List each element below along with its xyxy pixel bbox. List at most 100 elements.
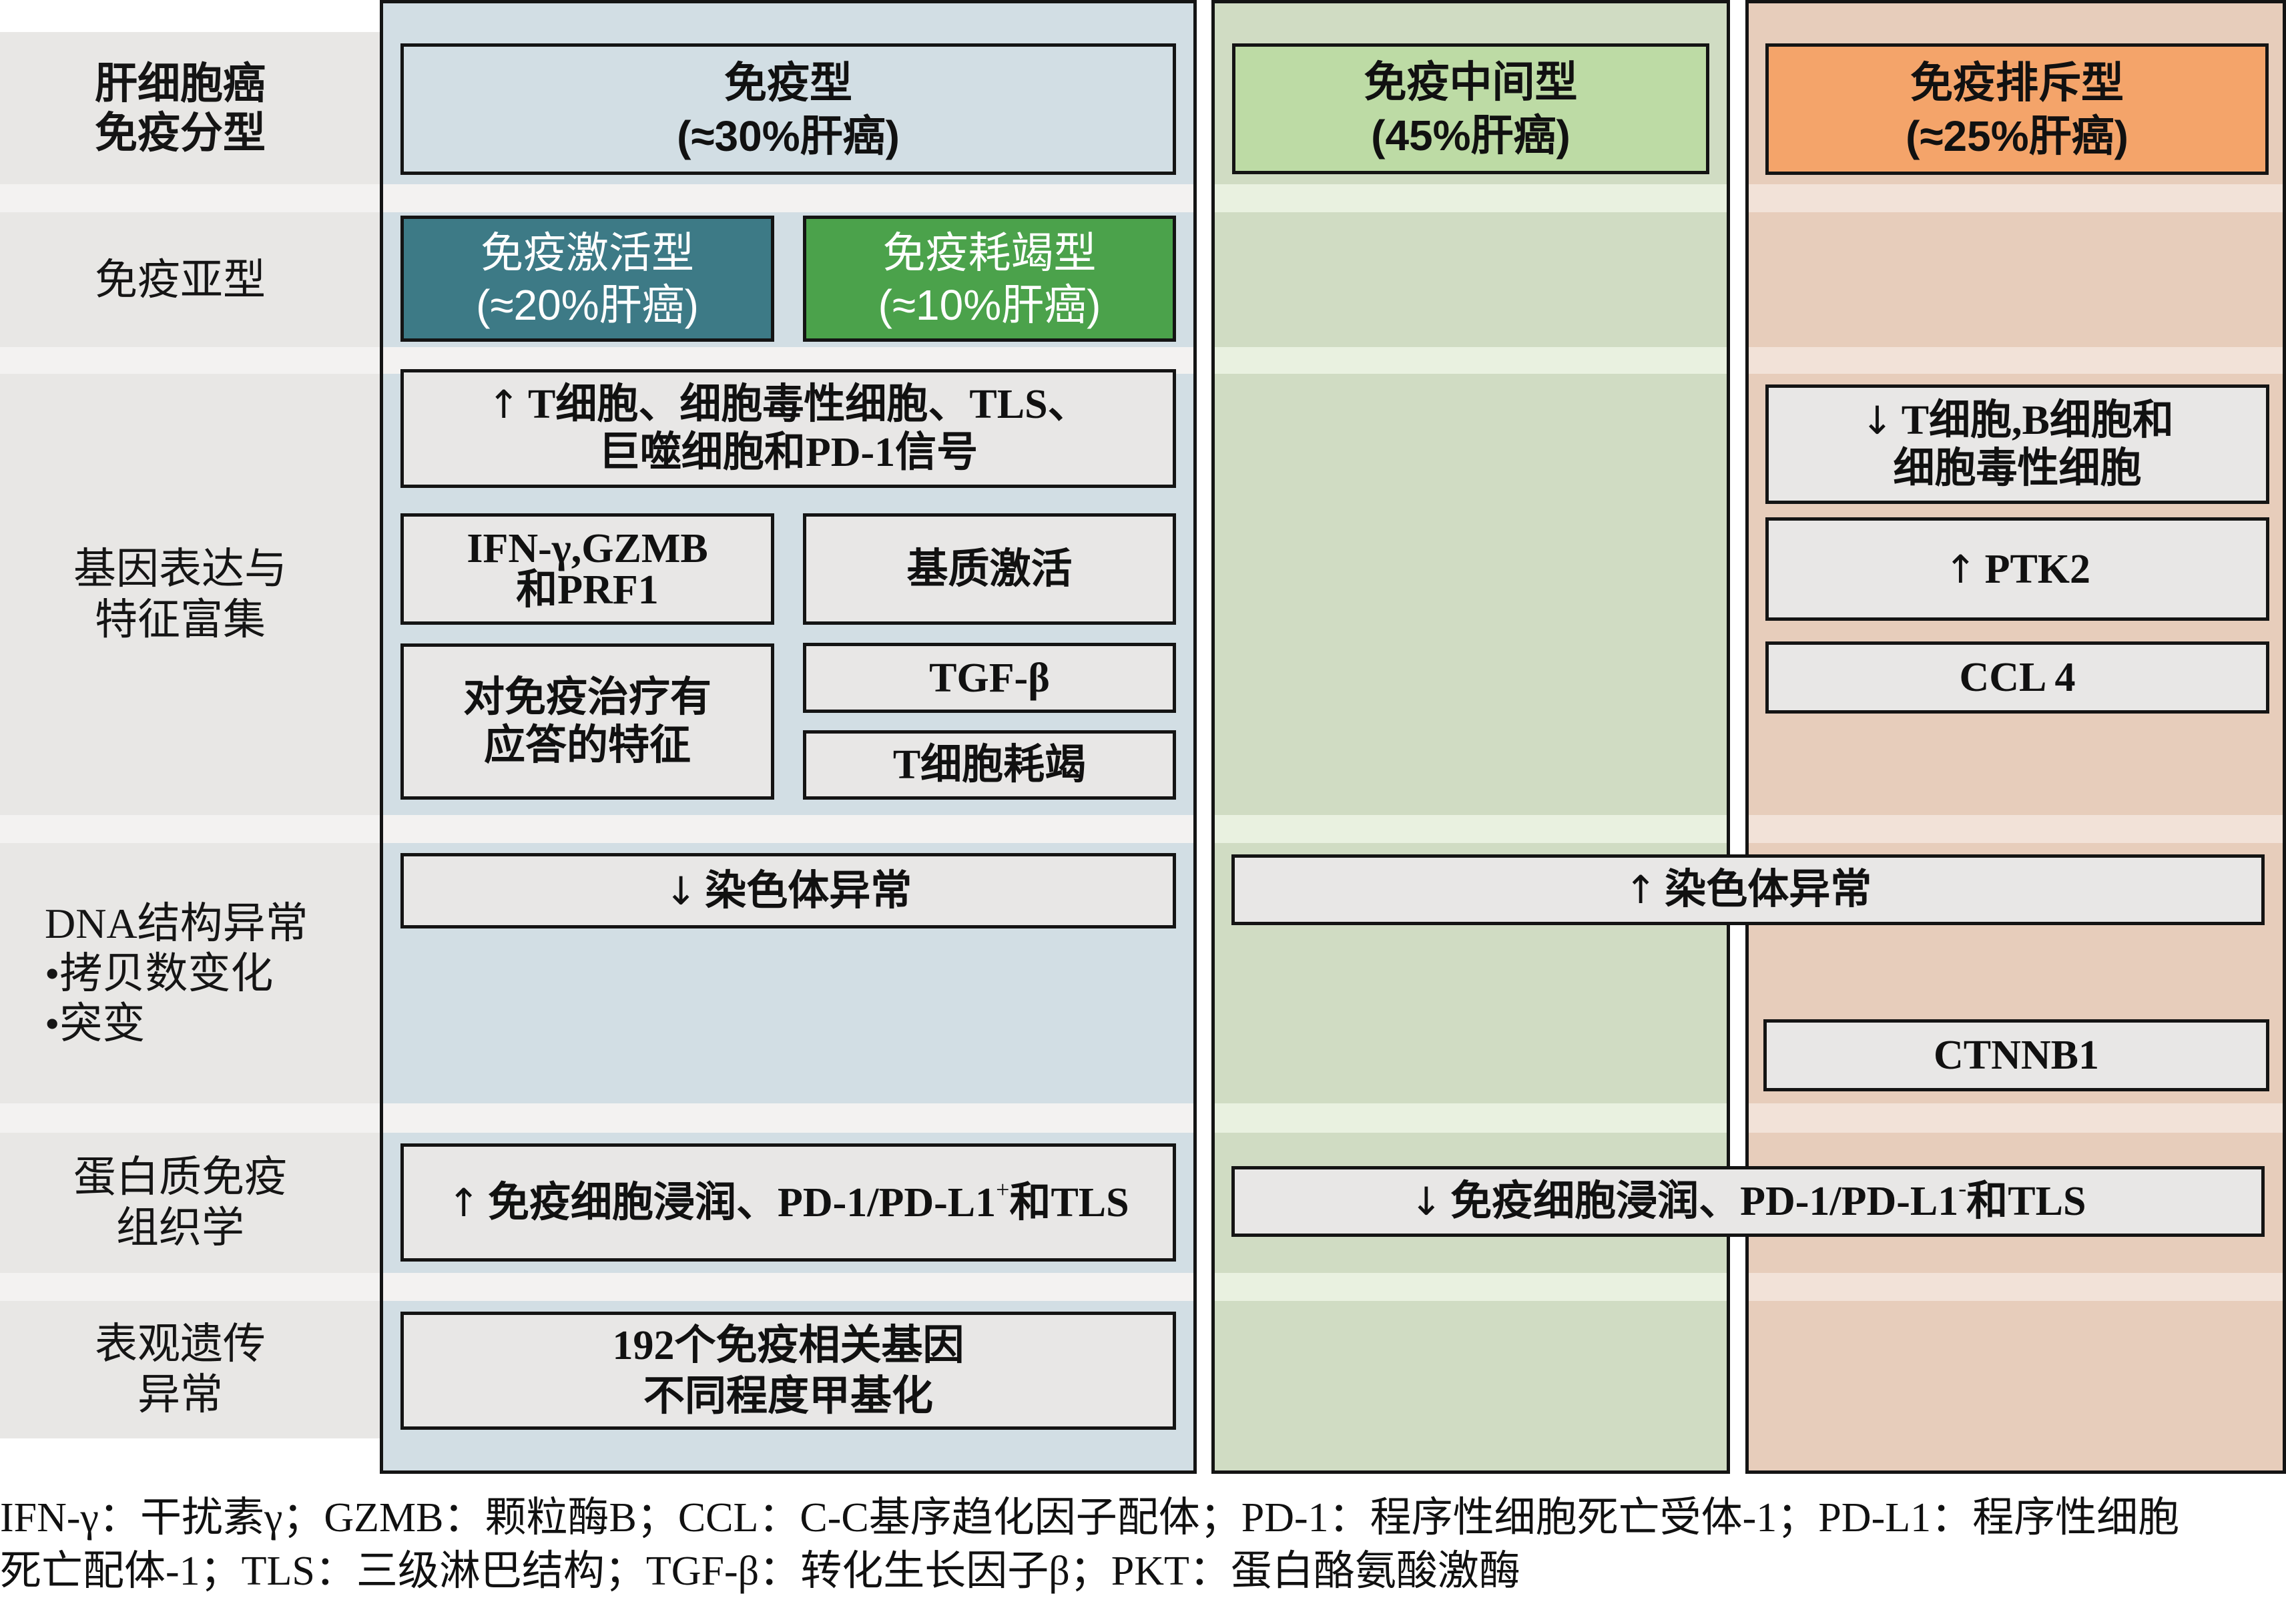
box-line: CTNNB1	[1933, 1033, 2100, 1078]
column-excluded-gap	[1749, 815, 2283, 843]
up-arrow-icon: ↑	[1624, 867, 1657, 912]
gene-box-response-signature: 对免疫治疗有 应答的特征	[400, 643, 774, 800]
class-title: 免疫排斥型	[1910, 58, 2124, 107]
row-label-protein-immunohistology: 蛋白质免疫 组织学	[0, 1133, 360, 1273]
row-gap	[0, 184, 380, 212]
box-line: 不同程度甲基化	[643, 1373, 933, 1419]
row-label-line: 免疫亚型	[95, 256, 266, 304]
class-title: 免疫中间型	[1364, 58, 1578, 106]
row-label-bullet-copy-number: •拷贝数变化	[45, 949, 274, 997]
row-label-line: DNA结构异常	[45, 899, 308, 947]
subtype-box-activated: 免疫激活型 (≈20%肝癌)	[400, 216, 774, 342]
subtype-proportion: (≈10%肝癌)	[878, 280, 1101, 329]
up-arrow-icon: ↑	[447, 1179, 480, 1226]
column-immune-gap	[383, 1103, 1193, 1133]
box-line: 应答的特征	[483, 723, 691, 768]
box-text: 和TLS	[1966, 1179, 2086, 1224]
class-proportion: (45%肝癌)	[1371, 111, 1570, 160]
gene-box-activated-markers: IFN-γ,GZMB 和PRF1	[400, 513, 774, 625]
gene-box-tgf-beta: TGF-β	[803, 643, 1176, 713]
box-line: ↓T细胞,B细胞和	[1861, 396, 2174, 445]
row-label-immune-subtype: 免疫亚型	[0, 212, 360, 347]
row-label-dna-structural: DNA结构异常 •拷贝数变化 •突变	[45, 843, 378, 1103]
footnote-line: 死亡配体-1；TLS：三级淋巴结构；TGF-β：转化生长因子β；PKT：蛋白酪氨…	[0, 1549, 1520, 1594]
column-immune-gap	[383, 184, 1193, 212]
column-excluded-gap	[1749, 1273, 2283, 1301]
protein-box-intermediate-excluded: ↓免疫细胞浸润、PD-1/PD-L1-和TLS	[1231, 1166, 2265, 1237]
class-proportion: (≈30%肝癌)	[677, 111, 900, 160]
column-intermediate-gap	[1215, 1273, 1727, 1301]
dna-box-intermediate-excluded: ↑染色体异常	[1231, 854, 2265, 925]
gene-box-immune-signals: ↑T细胞、细胞毒性细胞、TLS、 巨噬细胞和PD-1信号	[400, 369, 1176, 488]
column-intermediate	[1211, 0, 1730, 1474]
box-text: 染色体异常	[1665, 867, 1872, 912]
box-line: 基质激活	[906, 546, 1073, 592]
column-intermediate-gap	[1215, 1103, 1727, 1133]
row-band-subtype	[0, 212, 380, 347]
row-label-epigenetic: 表观遗传 异常	[0, 1301, 360, 1438]
up-arrow-icon: ↑	[487, 382, 521, 427]
row-label-line: 蛋白质免疫	[73, 1153, 287, 1201]
box-line: ↑染色体异常	[1625, 866, 1872, 914]
down-arrow-icon: ↓	[664, 868, 697, 914]
class-proportion: (≈25%肝癌)	[1906, 111, 2128, 160]
box-text: PTK2	[1984, 546, 2091, 592]
box-line: ↓染色体异常	[665, 867, 912, 915]
row-band-gene-expression	[0, 374, 380, 815]
abbreviations-footnote: IFN-γ：干扰素γ；GZMB：颗粒酶B；CCL：C-C基序趋化因子配体；PD-…	[0, 1491, 2286, 1598]
row-gap	[0, 1103, 380, 1133]
gene-box-ccl4: CCL 4	[1765, 641, 2269, 714]
class-box-immune: 免疫型 (≈30%肝癌)	[400, 43, 1176, 175]
row-label-immune-classification: 肝细胞癌 免疫分型	[0, 32, 360, 184]
box-line: ↓免疫细胞浸润、PD-1/PD-L1-和TLS	[1410, 1176, 2086, 1226]
box-text: 免疫细胞浸润、PD-1/PD-L1	[1450, 1179, 1959, 1224]
box-text: T细胞,B细胞和	[1901, 397, 2174, 443]
row-label-line: 表观遗传	[95, 1320, 266, 1368]
row-label-line: 免疫分型	[95, 109, 266, 157]
protein-box-immune: ↑免疫细胞浸润、PD-1/PD-L1+和TLS	[400, 1143, 1176, 1262]
box-line: IFN-γ,GZMB	[467, 525, 708, 571]
column-intermediate-gap	[1215, 184, 1727, 212]
row-label-line: 肝细胞癌	[95, 59, 266, 107]
box-line: ↑T细胞、细胞毒性细胞、TLS、	[487, 380, 1089, 429]
row-gap	[0, 815, 380, 843]
box-line: ↑免疫细胞浸润、PD-1/PD-L1+和TLS	[447, 1177, 1129, 1227]
footnote-line: IFN-γ：干扰素γ；GZMB：颗粒酶B；CCL：C-C基序趋化因子配体；PD-…	[0, 1495, 2180, 1541]
column-excluded-gap	[1749, 1103, 2283, 1133]
class-title: 免疫型	[724, 58, 852, 107]
row-label-gene-expression: 基因表达与 特征富集	[0, 374, 360, 815]
subtype-title: 免疫耗竭型	[882, 228, 1097, 277]
box-line: 巨噬细胞和PD-1信号	[598, 430, 978, 475]
subtype-title: 免疫激活型	[481, 228, 694, 277]
row-band-dna	[0, 843, 380, 1103]
row-gap	[0, 1273, 380, 1301]
column-immune-gap	[383, 815, 1193, 843]
class-box-excluded: 免疫排斥型 (≈25%肝癌)	[1765, 43, 2269, 175]
gene-box-t-cell-exhaustion: T细胞耗竭	[803, 730, 1176, 800]
box-line: 对免疫治疗有	[463, 675, 711, 720]
column-excluded	[1745, 0, 2286, 1474]
row-label-bullet-mutation: •突变	[45, 999, 146, 1047]
column-immune-gap	[383, 1273, 1193, 1301]
dna-box-ctnnb1: CTNNB1	[1763, 1019, 2269, 1091]
gene-box-stromal-activation: 基质激活	[803, 513, 1176, 625]
row-band-epigenetic	[0, 1301, 380, 1438]
row-band-protein	[0, 1133, 380, 1273]
box-line: 192个免疫相关基因	[612, 1322, 964, 1368]
gene-box-excluded-cells: ↓T细胞,B细胞和 细胞毒性细胞	[1765, 384, 2269, 504]
row-label-line: 异常	[137, 1371, 223, 1418]
column-excluded-gap	[1749, 347, 2283, 374]
class-box-intermediate: 免疫中间型 (45%肝癌)	[1232, 43, 1709, 174]
box-line: TGF-β	[929, 655, 1050, 701]
subtype-box-exhausted: 免疫耗竭型 (≈10%肝癌)	[803, 216, 1176, 342]
row-label-line: 基因表达与	[73, 545, 287, 593]
column-intermediate-gap	[1215, 347, 1727, 374]
box-line: T细胞耗竭	[892, 742, 1087, 788]
box-line: CCL 4	[1959, 655, 2076, 700]
box-text: 免疫细胞浸润、PD-1/PD-L1	[487, 1179, 996, 1226]
dna-box-immune: ↓染色体异常	[400, 853, 1176, 928]
box-line: 细胞毒性细胞	[1893, 445, 2142, 491]
box-text: T细胞、细胞毒性细胞、TLS、	[528, 382, 1089, 427]
box-text: 染色体异常	[705, 868, 912, 914]
row-band-classification	[0, 32, 380, 184]
